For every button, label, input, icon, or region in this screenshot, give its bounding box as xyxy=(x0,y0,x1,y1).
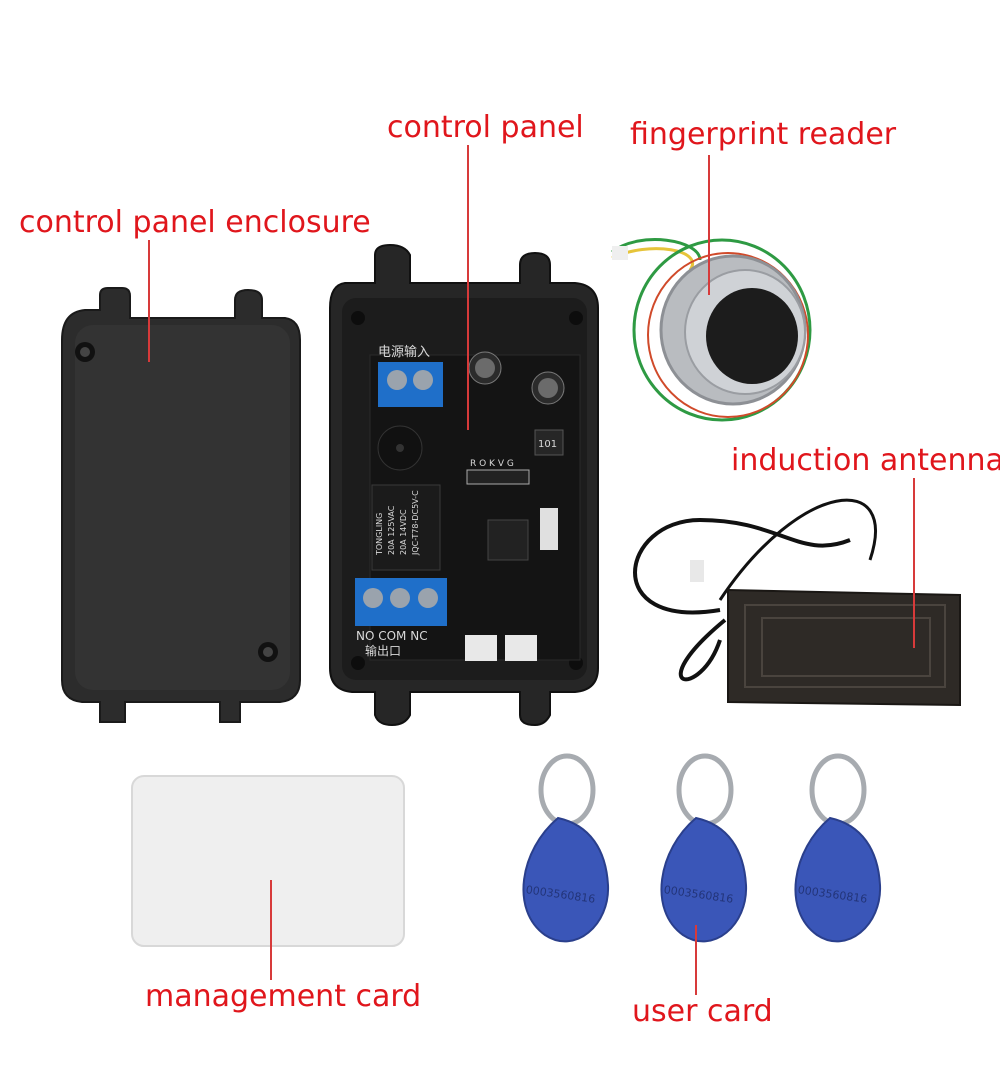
leader-management-card xyxy=(270,880,272,980)
control-panel-enclosure xyxy=(61,287,301,723)
pcb-output-port-text: 输出口 xyxy=(365,643,401,658)
leader-user-card xyxy=(695,925,697,995)
relay-brand-text: TONGLING xyxy=(375,513,384,556)
key-fob: 0003560816 xyxy=(522,753,610,943)
relay-rating-2-text: 20A 14VDC xyxy=(399,509,408,555)
management-card xyxy=(131,775,405,947)
control-panel-base xyxy=(329,243,599,727)
user-card-fobs: 0003560816 0003560816 0003560816 xyxy=(522,753,882,943)
label-control-panel-enclosure: control panel enclosure xyxy=(19,205,371,240)
leader-control-panel xyxy=(467,145,469,430)
pcb-silkscreen: 电源输入 NO COM NC 输出口 R O K V G 101 TONGLIN… xyxy=(356,344,557,658)
key-fob: 0003560816 xyxy=(660,753,748,943)
fingerprint-reader xyxy=(611,238,812,422)
relay-model-text: JQC-T78-DC5V-C xyxy=(411,490,420,556)
key-fob: 0003560816 xyxy=(794,753,882,943)
label-control-panel: control panel xyxy=(387,110,584,145)
pcb-inductor-code-text: 101 xyxy=(538,439,557,450)
leader-induction-antenna xyxy=(913,478,915,648)
leader-enclosure xyxy=(148,240,150,362)
leader-fingerprint-reader xyxy=(708,155,710,295)
label-induction-antenna: induction antenna xyxy=(731,443,1000,478)
induction-antenna xyxy=(633,498,961,707)
label-user-card: user card xyxy=(632,994,773,1029)
label-management-card: management card xyxy=(145,979,422,1014)
label-fingerprint-reader: fingerprint reader xyxy=(630,117,897,152)
relay-rating-1-text: 20A 125VAC xyxy=(387,505,396,555)
pcb-output-terminals-text: NO COM NC xyxy=(356,629,428,643)
pcb-header-pins-text: R O K V G xyxy=(470,459,514,469)
pcb-power-input-text: 电源输入 xyxy=(378,344,430,360)
